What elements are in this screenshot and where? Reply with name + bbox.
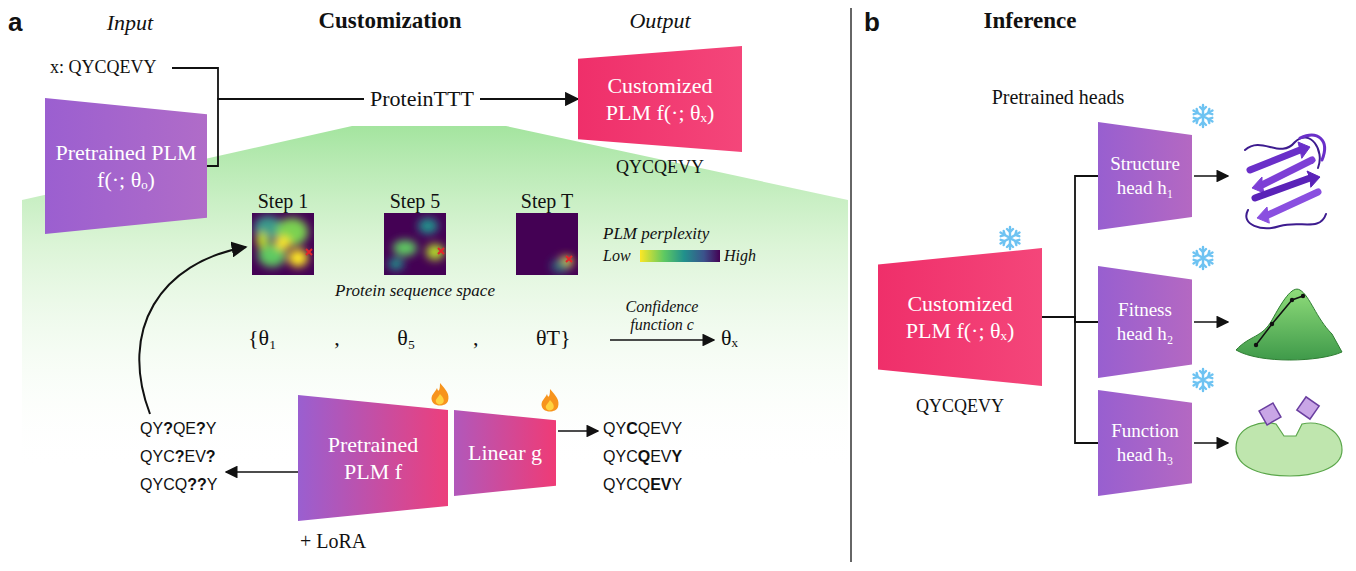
block-fill <box>1098 122 1192 230</box>
panel-letter: a <box>8 8 22 38</box>
zoom-fan <box>22 126 848 565</box>
legend-title: PLM perplexity <box>603 224 709 244</box>
sequence-text: x: QYCQEVY <box>50 57 157 78</box>
block-label: Structure head h₁ <box>1105 152 1185 200</box>
section-label: Input <box>107 10 153 35</box>
colorbar-label: Low <box>603 247 631 265</box>
block-label: Linear g <box>468 439 542 467</box>
block-fill <box>1098 390 1192 496</box>
loop-arrow <box>139 247 246 414</box>
block-outline <box>578 46 742 152</box>
input-bracket <box>172 68 218 100</box>
masked-sequence: QYCQ??Y <box>140 476 217 494</box>
connector <box>1042 317 1098 443</box>
block-outline <box>1098 122 1192 230</box>
head-block: Structure head h₁ <box>1098 122 1192 230</box>
step-label: Step 5 <box>390 190 441 213</box>
panel-divider <box>850 8 852 562</box>
block-fill <box>878 248 1042 386</box>
output-arrow <box>226 471 298 473</box>
panel-title: Customization <box>318 8 461 34</box>
fitness-landscape <box>1236 289 1342 360</box>
output-arrow <box>558 430 598 432</box>
section-label: Pretrained heads <box>992 86 1125 109</box>
perplexity-map <box>252 213 314 275</box>
block-fill <box>454 410 556 496</box>
step-label: Step T <box>521 190 573 213</box>
perplexity-map <box>384 213 446 275</box>
section-label: Output <box>629 8 690 33</box>
masked-sequence: QY?QE?Y <box>140 420 216 438</box>
sequence-text: QYCQEVY <box>916 396 1004 417</box>
panel-letter: b <box>864 8 880 38</box>
axis-caption: Protein sequence space <box>335 281 495 301</box>
block-outline <box>1098 390 1192 496</box>
output-arrow <box>1194 442 1228 444</box>
block-fill <box>298 395 448 521</box>
block-fill <box>578 46 742 152</box>
block-label: Customized PLM f(·; θₓ) <box>885 290 1035 345</box>
block-outline <box>45 98 207 234</box>
arrow-label: Confidence function c <box>607 298 717 335</box>
model-block: Customized PLM f(·; θₓ) <box>578 46 742 152</box>
model-block: Pretrained PLM f <box>298 395 448 521</box>
output-arrow <box>1194 321 1228 323</box>
edge-label: ProteinTTT <box>364 86 480 112</box>
parameter-set: {θ₁ , θ₅ , θT} <box>248 325 571 350</box>
predicted-sequence: QYCQEVY <box>603 420 682 438</box>
model-block: Pretrained PLM f(·; θₒ) <box>45 98 207 234</box>
output-arrow <box>1194 175 1228 177</box>
colorbar-label: High <box>724 247 756 265</box>
parameter-label: θₓ <box>721 325 738 350</box>
trainable-icon <box>432 383 449 406</box>
protein-structure <box>1245 135 1326 228</box>
frozen-icon <box>1194 105 1213 127</box>
step-label: Step 1 <box>258 190 309 213</box>
colorbar <box>640 250 720 262</box>
block-outline <box>298 395 448 521</box>
predicted-sequence: QYCQEVY <box>603 476 682 494</box>
block-fill <box>45 98 207 234</box>
frozen-icon <box>1001 227 1020 249</box>
enzyme-illustration <box>1236 397 1342 476</box>
perplexity-map <box>516 213 578 275</box>
predicted-sequence: QYCQEVY <box>603 448 682 466</box>
block-label: Function head h₃ <box>1105 419 1185 467</box>
connector <box>1042 176 1098 317</box>
confidence-arrow <box>610 339 714 341</box>
model-block: Customized PLM f(·; θₓ) <box>878 248 1042 386</box>
head-block: Function head h₃ <box>1098 390 1192 496</box>
adapter-label: + LoRA <box>300 530 366 553</box>
masked-sequence: QYC?EV? <box>140 448 216 466</box>
block-outline <box>1098 266 1192 378</box>
block-label: Pretrained PLM f <box>305 431 441 486</box>
block-label: Customized PLM f(·; θₓ) <box>585 72 735 127</box>
sequence-marker <box>306 248 572 262</box>
block-label: Fitness head h₂ <box>1105 298 1185 346</box>
trainable-icon <box>542 389 559 412</box>
linear-block: Linear g <box>454 410 556 496</box>
sequence-text: QYCQEVY <box>616 157 704 178</box>
block-label: Pretrained PLM f(·; θₒ) <box>52 139 200 194</box>
frozen-icon <box>1194 247 1213 269</box>
frozen-icon <box>1194 369 1213 391</box>
block-outline <box>878 248 1042 386</box>
block-fill <box>1098 266 1192 378</box>
panel-title: Inference <box>984 8 1077 34</box>
head-block: Fitness head h₂ <box>1098 266 1192 378</box>
